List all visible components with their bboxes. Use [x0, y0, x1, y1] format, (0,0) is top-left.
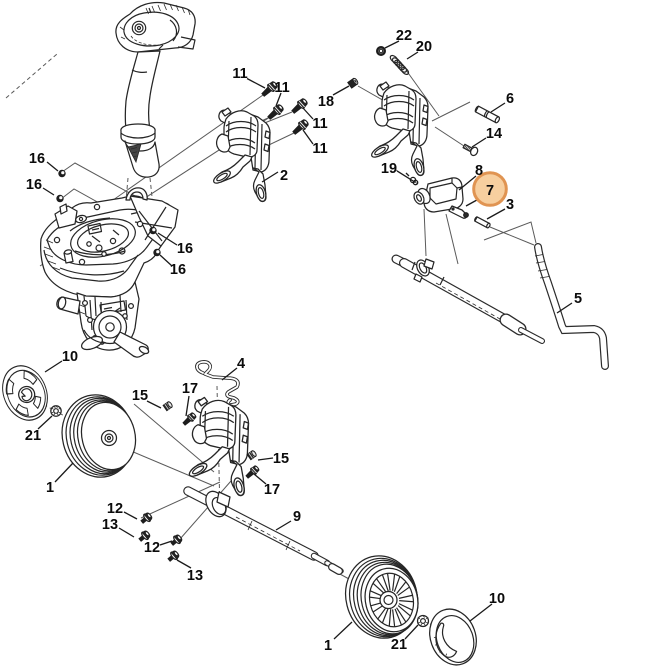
svg-text:16: 16 [26, 177, 42, 193]
svg-text:1: 1 [46, 480, 54, 496]
svg-text:17: 17 [182, 381, 198, 397]
svg-text:16: 16 [177, 241, 193, 257]
svg-text:11: 11 [312, 116, 327, 132]
svg-text:20: 20 [416, 39, 432, 55]
svg-text:1: 1 [324, 638, 332, 654]
svg-text:13: 13 [102, 517, 118, 533]
svg-text:6: 6 [506, 91, 514, 107]
svg-text:18: 18 [318, 94, 334, 110]
svg-text:17: 17 [264, 482, 280, 498]
svg-text:19: 19 [381, 161, 397, 177]
svg-text:16: 16 [170, 262, 186, 278]
svg-text:12: 12 [144, 540, 160, 556]
svg-text:12: 12 [107, 501, 123, 517]
svg-text:11: 11 [312, 141, 327, 157]
svg-text:10: 10 [62, 349, 78, 365]
svg-text:15: 15 [132, 388, 148, 404]
svg-text:4: 4 [237, 356, 245, 372]
svg-text:16: 16 [29, 151, 45, 167]
svg-text:21: 21 [391, 637, 407, 653]
svg-text:3: 3 [506, 197, 514, 213]
svg-text:11: 11 [274, 80, 289, 96]
svg-text:13: 13 [187, 568, 203, 584]
svg-text:9: 9 [293, 509, 301, 525]
svg-text:11: 11 [232, 66, 247, 82]
svg-text:14: 14 [486, 126, 502, 142]
svg-text:15: 15 [273, 451, 289, 467]
svg-text:8: 8 [475, 163, 483, 179]
svg-text:22: 22 [396, 28, 412, 44]
svg-text:21: 21 [25, 428, 41, 444]
svg-text:7: 7 [486, 183, 494, 199]
svg-text:5: 5 [574, 291, 582, 307]
svg-text:10: 10 [489, 591, 505, 607]
svg-text:2: 2 [280, 168, 288, 184]
